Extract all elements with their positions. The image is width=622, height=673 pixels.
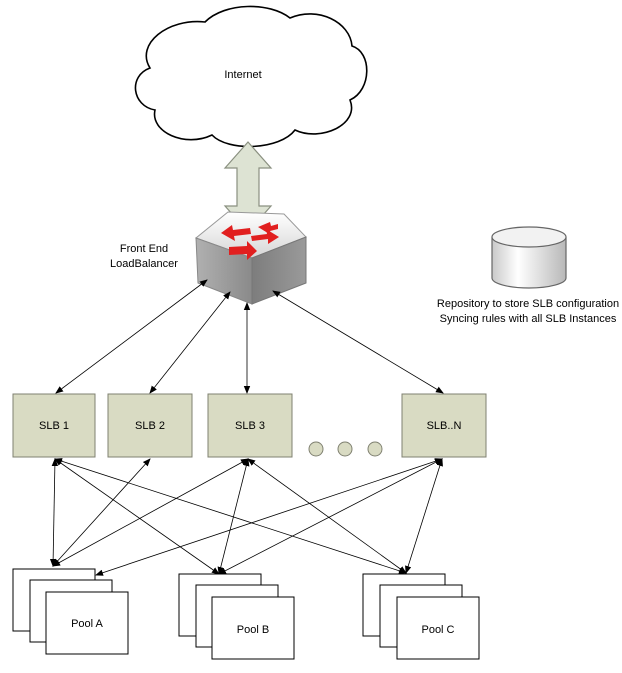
slb-box-1: SLB 1 (12, 393, 96, 458)
connector-slb3-poolb (217, 458, 250, 575)
pool-label-b: Pool B (237, 624, 269, 636)
connector-switch-slbn (272, 290, 444, 394)
switch-to-slb-connectors (55, 279, 444, 394)
pool-a-server-front (45, 591, 129, 655)
connector-slb1-poolb (54, 458, 220, 575)
front-end-label-line2: LoadBalancer (110, 258, 178, 270)
pool-a-stack: Pool A (12, 568, 129, 655)
ellipsis-dots-icon (308, 441, 383, 457)
load-balancer-switch-icon (194, 211, 307, 305)
repository-database-icon (491, 226, 567, 289)
pool-c-stack: Pool C (362, 573, 480, 660)
connector-switch-slb1 (55, 279, 208, 394)
connector-slbn-poola (95, 458, 443, 576)
repository-label-line2: Syncing rules with all SLB Instances (440, 313, 617, 325)
pool-label-a: Pool A (71, 618, 103, 630)
slb-label-2: SLB 2 (135, 420, 165, 432)
slb-box-3: SLB 3 (207, 393, 293, 458)
pool-c-server-front (396, 596, 480, 660)
slb-label-1: SLB 1 (39, 420, 69, 432)
slb-label-n: SLB..N (427, 420, 462, 432)
internet-label: Internet (224, 69, 261, 81)
connector-switch-slb2 (149, 291, 231, 394)
connector-slb2-poola (52, 458, 151, 567)
slb-box-2: SLB 2 (107, 393, 193, 458)
pool-b-server-front (211, 596, 295, 660)
connector-slbn-poolc (405, 458, 443, 574)
connector-slb1-poola (49, 458, 59, 567)
front-end-label-line1: Front End (120, 243, 168, 255)
connector-slbn-poolb (218, 458, 443, 575)
pool-label-c: Pool C (421, 624, 454, 636)
switch-arrows-icon (221, 222, 279, 260)
repository-label-line1: Repository to store SLB configuration (437, 298, 619, 310)
slb-label-3: SLB 3 (235, 420, 265, 432)
slb-box-n: SLB..N (401, 393, 487, 458)
internet-cloud-icon: Internet (134, 5, 368, 148)
connector-slb1-poolc (54, 458, 407, 574)
pool-b-stack: Pool B (178, 573, 295, 660)
slb-to-pool-connectors (49, 458, 443, 576)
